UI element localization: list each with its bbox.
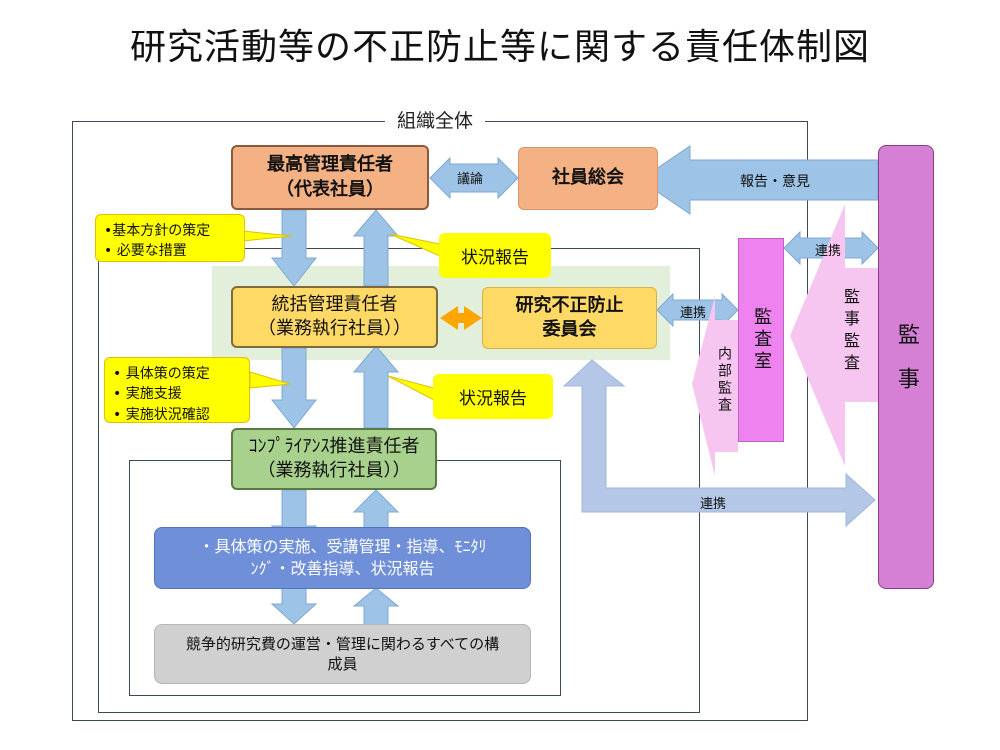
internal-audit-label: 内部監査 [716, 346, 732, 414]
down-arrow-4 [270, 587, 318, 625]
up-arrow-4 [352, 587, 400, 627]
report-opinion-arrow [639, 145, 879, 215]
status-callout-tail-1 [389, 233, 441, 257]
policy-down-arrow-2 [270, 347, 318, 429]
organization-frame-label: 組織全体 [385, 106, 486, 133]
policy-callout: •基本方針の策定 • 必要な措置 [95, 214, 245, 262]
compliance-manager-box: ｺﾝﾌﾟﾗｲｱﾝｽ推進責任者 （業務執行社員）） [231, 428, 437, 490]
cooperation-label-auditor: 連携 [815, 244, 842, 259]
internal-audit-arrow [692, 296, 738, 476]
members-box: 競争的研究費の運営・管理に関わるすべての構 成員 [154, 624, 531, 684]
measures-box: ・具体策の実施、受講管理・指導、ﾓﾆﾀﾘ ﾝｸﾞ・改善指導、状況報告 [154, 527, 531, 589]
report-up-arrow-1 [352, 209, 400, 287]
general-meeting-box: 社員総会 [518, 147, 658, 210]
status-callout-tail-2 [387, 375, 435, 401]
auditor-audit-label: 監事監査 [841, 288, 860, 376]
cooperation-label-bottom: 連携 [700, 497, 727, 512]
unified-committee-link-arrow [440, 306, 482, 330]
auditor-audit-arrow [790, 204, 878, 466]
unified-manager-box: 統括管理責任者 （業務執行社員）） [231, 286, 438, 348]
cooperation-label-committee: 連携 [680, 306, 707, 321]
auditor-box: 監事 [878, 145, 934, 589]
executive-frame [98, 248, 700, 713]
page-title: 研究活動等の不正防止等に関する責任体制図 [129, 27, 870, 68]
measures-callout-tail [249, 371, 291, 389]
committee-box: 研究不正防止 委員会 [482, 287, 657, 349]
report-up-arrow-2 [352, 345, 400, 429]
status-report-callout-1: 状況報告 [439, 233, 551, 278]
measures-callout: • 具体策の策定 • 実施支援 • 実施状況確認 [104, 357, 250, 423]
audit-room-box: 監査室 [738, 238, 784, 442]
report-opinion-label: 報告・意見 [740, 174, 810, 190]
policy-down-arrow-1 [270, 209, 318, 287]
top-manager-box: 最高管理責任者 （代表社員） [231, 145, 429, 210]
discussion-label: 議論 [457, 172, 484, 187]
status-report-callout-2: 状況報告 [433, 374, 553, 419]
auditor-committee-link-arrow [562, 359, 876, 528]
